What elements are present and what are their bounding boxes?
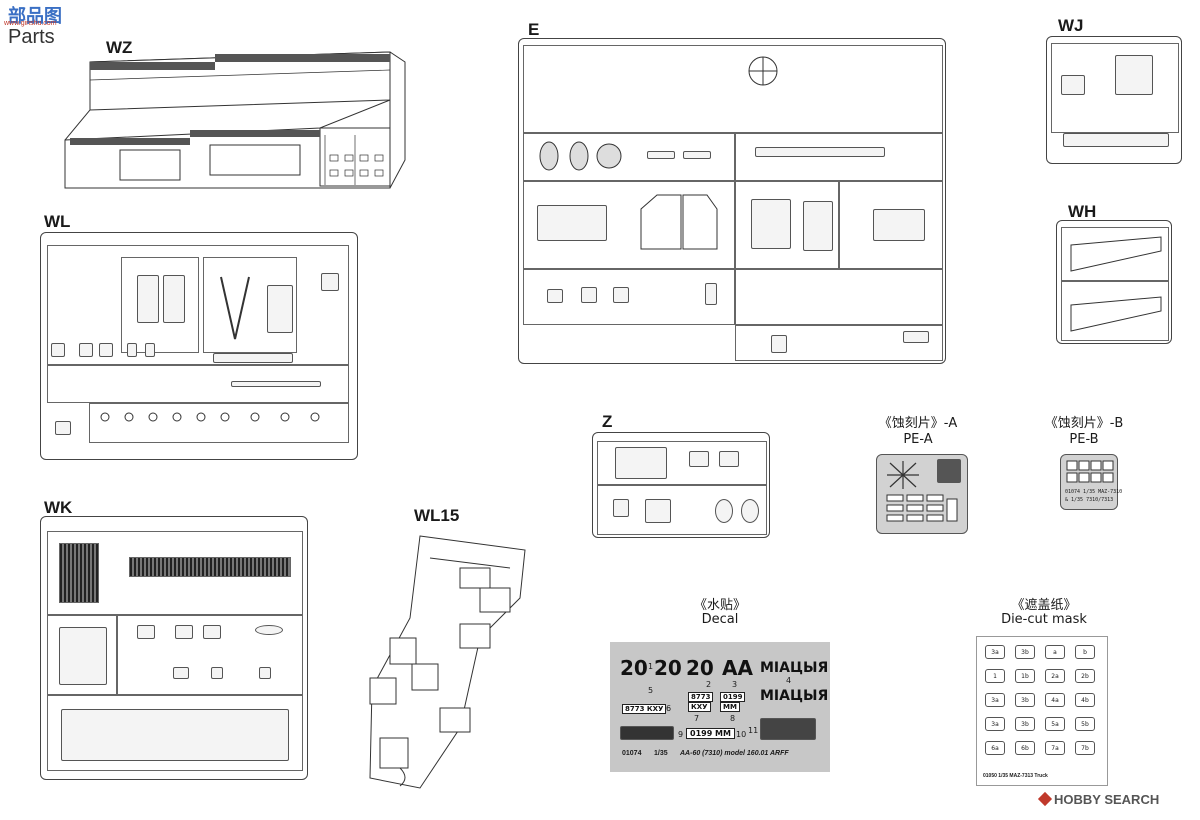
sprue-label-e: E [528, 20, 540, 39]
decal-title-cn: 《水贴》 [693, 598, 746, 613]
hobby-search-text: HOBBY SEARCH [1054, 792, 1160, 807]
mask-cell: 2b [1075, 669, 1095, 683]
pe-b-plate-text-1: 01074 1/35 MAZ-7310 [1065, 489, 1123, 495]
mask-cell: 1 [985, 669, 1005, 683]
decal-plate-b-bot: КХУ [688, 702, 711, 712]
sprue-label-wk: WK [44, 498, 73, 517]
pe-a-title-cn: 《蚀刻片》-A [878, 416, 958, 431]
wl15-frame-drawing [369, 535, 526, 789]
hobby-search-watermark: HOBBY SEARCH [1037, 791, 1160, 807]
mask-cell: 3a [985, 645, 1005, 659]
mask-cell: 4b [1075, 693, 1095, 707]
decal-word-1: МІАЦЫЯ [760, 660, 829, 676]
site-watermark-logo: 部品图 [8, 6, 62, 26]
sprue-e [518, 38, 946, 364]
sprue-wh [1056, 220, 1172, 344]
mask-cell: 4a [1045, 693, 1065, 707]
sprue-label-wj: WJ [1058, 16, 1084, 35]
mask-footer: 01050 1/35 MAZ-7313 Truck [983, 773, 1048, 779]
decal-num-7: 7 [694, 714, 700, 723]
decal-num-1: 1 [648, 662, 654, 671]
mask-title-en: Die-cut mask [1001, 612, 1087, 627]
mask-title-cn: 《遮盖纸》 [1011, 598, 1077, 613]
mask-cell: 3a [985, 693, 1005, 707]
decal-title-en: Decal [701, 612, 739, 627]
mask-cell: 6a [985, 741, 1005, 755]
decal-plate-c-top: 0199 [720, 692, 746, 702]
pe-a-title-en: PE-A [903, 432, 933, 447]
site-watermark-url: www.ginshu.com [4, 20, 57, 27]
decal-dot-block [760, 718, 816, 740]
wz-frame-drawing [64, 51, 406, 189]
decal-plate-d: 0199 ММ [686, 728, 735, 739]
decal-num-8: 8 [730, 714, 736, 723]
mask-cell: 2a [1045, 669, 1065, 683]
mask-cell: a [1045, 645, 1065, 659]
decal-footer-scale: 1/35 [654, 750, 668, 757]
pe-b-title-cn: 《蚀刻片》-B [1044, 416, 1124, 431]
sprue-label-wh: WH [1068, 202, 1097, 221]
parts-heading: Parts [8, 26, 55, 48]
pe-a-fret [876, 454, 968, 534]
sprue-label-z: Z [602, 412, 613, 431]
sprue-wl [40, 232, 358, 460]
sprue-label-wz: WZ [106, 38, 133, 57]
decal-dark-block [620, 726, 674, 740]
sprue-z [592, 432, 770, 538]
decal-20-a: 20 [620, 656, 648, 680]
decal-num-9: 9 [678, 730, 684, 739]
mask-cell: 3b [1015, 693, 1035, 707]
mask-cell: 3b [1015, 717, 1035, 731]
mask-cell: 3a [985, 717, 1005, 731]
pe-b-plate-text-2: & 1/35 7310/7313 [1065, 497, 1114, 503]
sprue-label-wl15: WL15 [414, 506, 460, 525]
decal-num-11: 11 [748, 726, 759, 735]
decal-plate-a: 8773 КХУ [622, 704, 667, 714]
mask-cell: 1b [1015, 669, 1035, 683]
decal-aa: AA [722, 656, 753, 680]
hobby-search-logo-icon [1037, 791, 1053, 807]
mask-cell: 7b [1075, 741, 1095, 755]
decal-num-3: 3 [732, 680, 738, 689]
mask-cell: b [1075, 645, 1095, 659]
decal-num-4: 4 [786, 676, 792, 685]
decal-20-b: 20 [654, 656, 682, 680]
decal-20-c: 20 [686, 656, 714, 680]
decal-num-10: 10 [736, 730, 747, 739]
mask-cell: 3b [1015, 645, 1035, 659]
mask-cell: 5a [1045, 717, 1065, 731]
decal-word-2: МІАЦЫЯ [760, 688, 829, 704]
decal-footer-code: 01074 [622, 750, 642, 757]
decal-num-6: 6 [666, 704, 672, 713]
decal-plate-b-top: 8773 [688, 692, 714, 702]
decal-num-5: 5 [648, 686, 654, 695]
pe-b-title-en: PE-B [1069, 432, 1099, 447]
decal-sheet: 20 20 20 AA МІАЦЫЯ МІАЦЫЯ 8773 КХУ 8773 … [610, 642, 830, 772]
decal-footer-title: AA-60 (7310) model 160.01 ARFF [680, 750, 789, 757]
decal-plate-c-bot: ММ [720, 702, 740, 712]
pe-b-fret: 01074 1/35 MAZ-7310 & 1/35 7310/7313 [1060, 454, 1122, 510]
sprue-label-wl: WL [44, 212, 71, 231]
mask-cell: 5b [1075, 717, 1095, 731]
mask-cell: 7a [1045, 741, 1065, 755]
decal-num-2: 2 [706, 680, 712, 689]
mask-cell: 6b [1015, 741, 1035, 755]
sprue-wj [1046, 36, 1182, 164]
sprue-wk [40, 516, 308, 780]
